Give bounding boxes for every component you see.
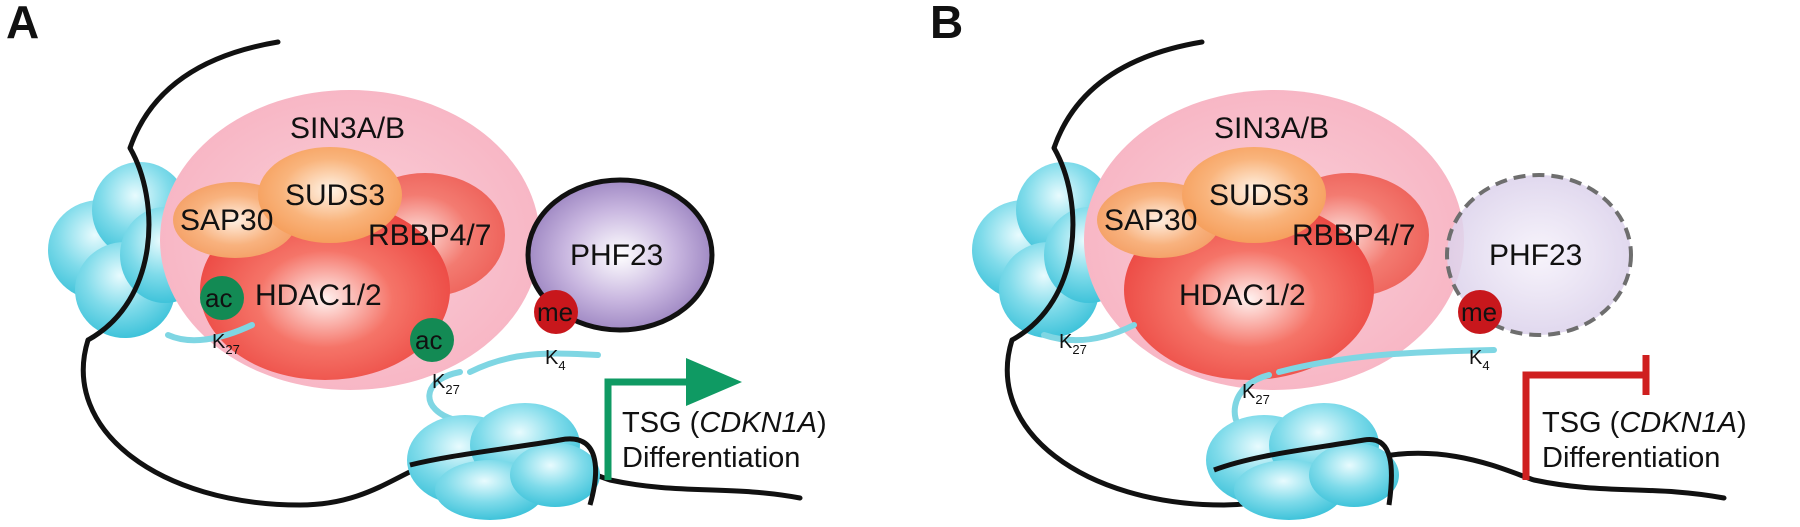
outcome-gene-line: TSG (CDKN1A) (622, 407, 827, 439)
methyl-mark (1458, 290, 1502, 334)
outcome-gene-line: TSG (CDKN1A) (1542, 407, 1747, 439)
complex-title: SIN3A/B (290, 112, 405, 145)
histone-tail-left (165, 322, 255, 344)
histone-tail-k4 (1276, 347, 1497, 375)
rbbp-label: RBBP4/7 (1292, 219, 1415, 252)
outcome-differentiation: Differentiation (622, 442, 800, 474)
site-k27-right: K27 (432, 371, 460, 397)
methyl-mark-label: me (537, 297, 573, 327)
suds-protein (258, 147, 402, 243)
site-k4: K4 (545, 347, 566, 373)
outcome-differentiation: Differentiation (1542, 442, 1720, 474)
panel-a: A SIN3A/B SAP30 SUDS3 RBBP4/7 HDAC1/2 PH… (6, 0, 827, 520)
histone-tail-left (1041, 322, 1137, 344)
dna-strand-top (1051, 39, 1205, 151)
nucleosome-bottom (407, 403, 600, 520)
sap-label: SAP30 (180, 204, 273, 237)
acetyl-mark-right-label: ac (415, 325, 442, 355)
phf23-label: PHF23 (1489, 239, 1582, 272)
phf23-label: PHF23 (570, 239, 663, 272)
site-k27-right: K27 (1242, 381, 1270, 407)
methyl-mark (534, 290, 578, 334)
activation-arrow (604, 358, 742, 480)
acetyl-mark-left (200, 276, 244, 320)
nucleosome-bottom (1206, 403, 1399, 520)
phf23-protein (525, 177, 715, 333)
panel-letter-a: A (6, 0, 39, 48)
suds-protein (1182, 147, 1326, 243)
hdac-label: HDAC1/2 (1179, 279, 1306, 312)
site-k27-left: K27 (212, 331, 240, 357)
dna-strand-top (127, 39, 281, 151)
suds-label: SUDS3 (285, 179, 385, 212)
methyl-mark-label: me (1461, 297, 1497, 327)
panel-b: B SIN3A/B SAP30 SUDS3 RBBP4/7 HDAC1/2 PH… (930, 0, 1747, 520)
acetyl-mark-right (410, 318, 454, 362)
panel-letter-b: B (930, 0, 963, 48)
site-k27-left: K27 (1059, 331, 1087, 357)
hdac-label: HDAC1/2 (255, 279, 382, 312)
complex-title: SIN3A/B (1214, 112, 1329, 145)
rbbp-label: RBBP4/7 (368, 219, 491, 252)
histone-tail-k4 (467, 350, 601, 375)
sap-label: SAP30 (1104, 204, 1197, 237)
histone-tail-k27 (426, 369, 463, 423)
acetyl-mark-left-label: ac (205, 283, 232, 313)
site-k4: K4 (1469, 347, 1490, 373)
suds-label: SUDS3 (1209, 179, 1309, 212)
repression-bar (1522, 355, 1650, 480)
